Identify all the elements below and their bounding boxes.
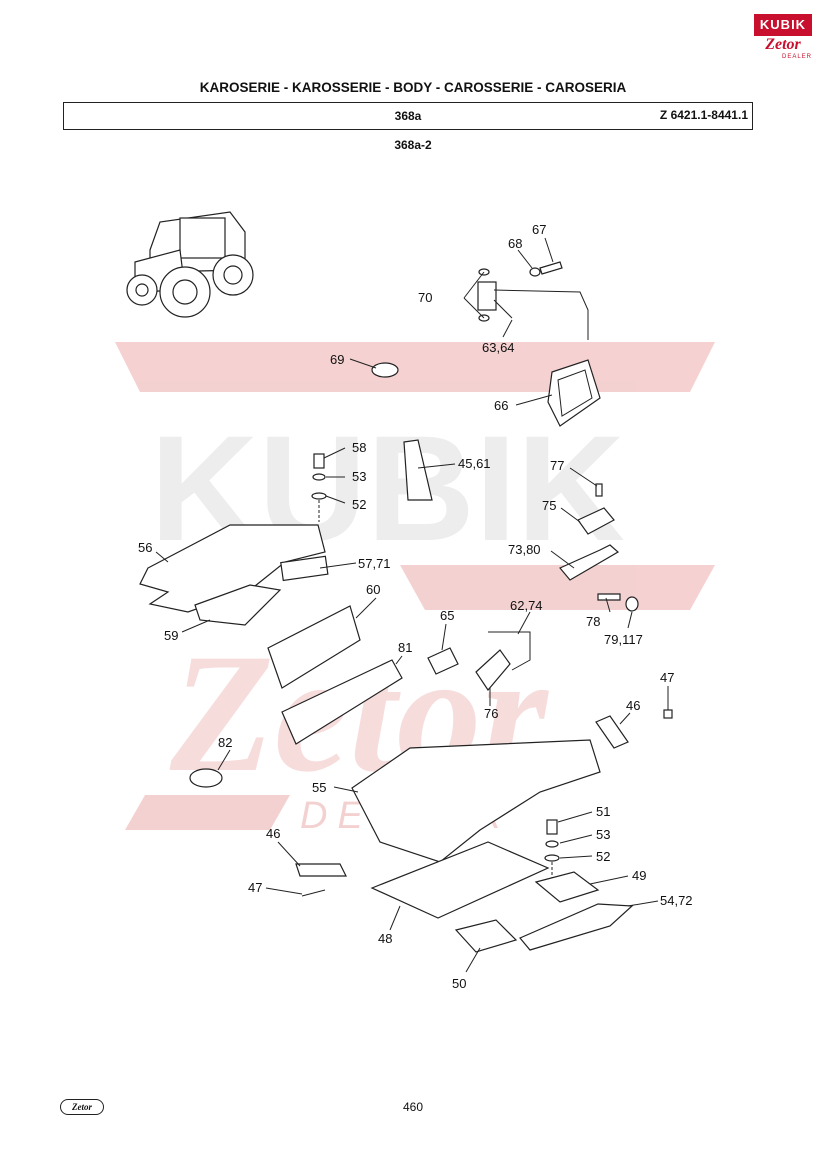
floor-mat-55 (351, 739, 601, 863)
channel-60 (267, 605, 361, 689)
label-79-117: 79,117 (604, 632, 643, 647)
label-50: 50 (452, 976, 466, 991)
kubik-zetor-logo: KUBIK Zetor DEALER (754, 14, 812, 68)
label-70: 70 (418, 290, 432, 305)
leader-lines (155, 237, 669, 973)
watermark-left-stripe (125, 795, 290, 830)
label-76: 76 (484, 706, 498, 721)
sub-section-code: 368a-2 (394, 138, 432, 152)
label-60: 60 (366, 582, 380, 597)
plate-48 (370, 841, 550, 919)
label-58: 58 (352, 440, 366, 455)
label-56: 56 (138, 540, 152, 555)
serial-range: Z 6421.1-8441.1 (659, 108, 748, 122)
label-65: 65 (440, 608, 454, 623)
label-62-74: 62,74 (510, 598, 543, 613)
label-51: 51 (596, 804, 610, 819)
label-53-bottom: 53 (596, 827, 610, 842)
label-52-top: 52 (352, 497, 366, 512)
label-54-72: 54,72 (660, 893, 693, 908)
label-46-right: 46 (626, 698, 640, 713)
label-66: 66 (494, 398, 508, 413)
label-45-61: 45,61 (458, 456, 491, 471)
plate-49 (534, 871, 600, 903)
strip-46-right (595, 715, 629, 749)
label-47-right: 47 (660, 670, 674, 685)
label-75: 75 (542, 498, 556, 513)
section-header-box: 368a Z 6421.1-8441.1 (63, 102, 753, 130)
plate-50 (454, 919, 518, 953)
section-code: 368a (394, 109, 422, 123)
watermark-top-stripe (115, 342, 715, 392)
label-69: 69 (330, 352, 344, 367)
page-number: 460 (402, 1100, 424, 1114)
bracket-45-61 (403, 439, 433, 501)
tractor-illustration (126, 211, 254, 318)
latch-75 (577, 507, 615, 535)
label-67: 67 (532, 222, 546, 237)
label-46-left: 46 (266, 826, 280, 841)
bolt-stack-top (311, 453, 327, 522)
grommet-part (371, 362, 399, 378)
switch-65 (427, 647, 459, 675)
logo-zetor-text: Zetor (765, 36, 801, 53)
label-48: 48 (378, 931, 392, 946)
hinge-73-80 (559, 544, 620, 581)
bolt-stack-bottom (544, 819, 560, 882)
trim-54-72 (519, 903, 634, 951)
label-52-bottom: 52 (596, 849, 610, 864)
label-59: 59 (164, 628, 178, 643)
label-55: 55 (312, 780, 326, 795)
channel-81 (281, 659, 403, 745)
page-title: KAROSERIE - KAROSSERIE - BODY - CAROSSER… (199, 80, 627, 95)
label-49: 49 (632, 868, 646, 883)
logo-dealer-text: DEALER (781, 54, 812, 60)
plate-59 (194, 584, 282, 626)
label-82: 82 (218, 735, 232, 750)
mirror-arm-assembly (463, 261, 589, 340)
rod-62-74 (488, 631, 531, 671)
part-labels: 67 68 70 63,64 69 66 58 53 52 45,61 77 7… (138, 222, 693, 991)
label-81: 81 (398, 640, 412, 655)
label-53-top: 53 (352, 469, 366, 484)
label-57-71: 57,71 (358, 556, 391, 571)
label-47-left: 47 (248, 880, 262, 895)
label-63-64: 63,64 (482, 340, 515, 355)
handle-76 (475, 649, 511, 691)
cap-82 (189, 768, 223, 788)
watermark: KUBIK Zetor DEALER (115, 342, 715, 837)
logo-kubik-text: KUBIK (754, 14, 812, 36)
footer-zetor-logo: Zetor (60, 1099, 104, 1115)
label-78: 78 (586, 614, 600, 629)
strip-46-left (295, 863, 347, 877)
watermark-mid-stripe (400, 565, 715, 610)
label-73-80: 73,80 (508, 542, 541, 557)
label-68: 68 (508, 236, 522, 251)
label-77: 77 (550, 458, 564, 473)
